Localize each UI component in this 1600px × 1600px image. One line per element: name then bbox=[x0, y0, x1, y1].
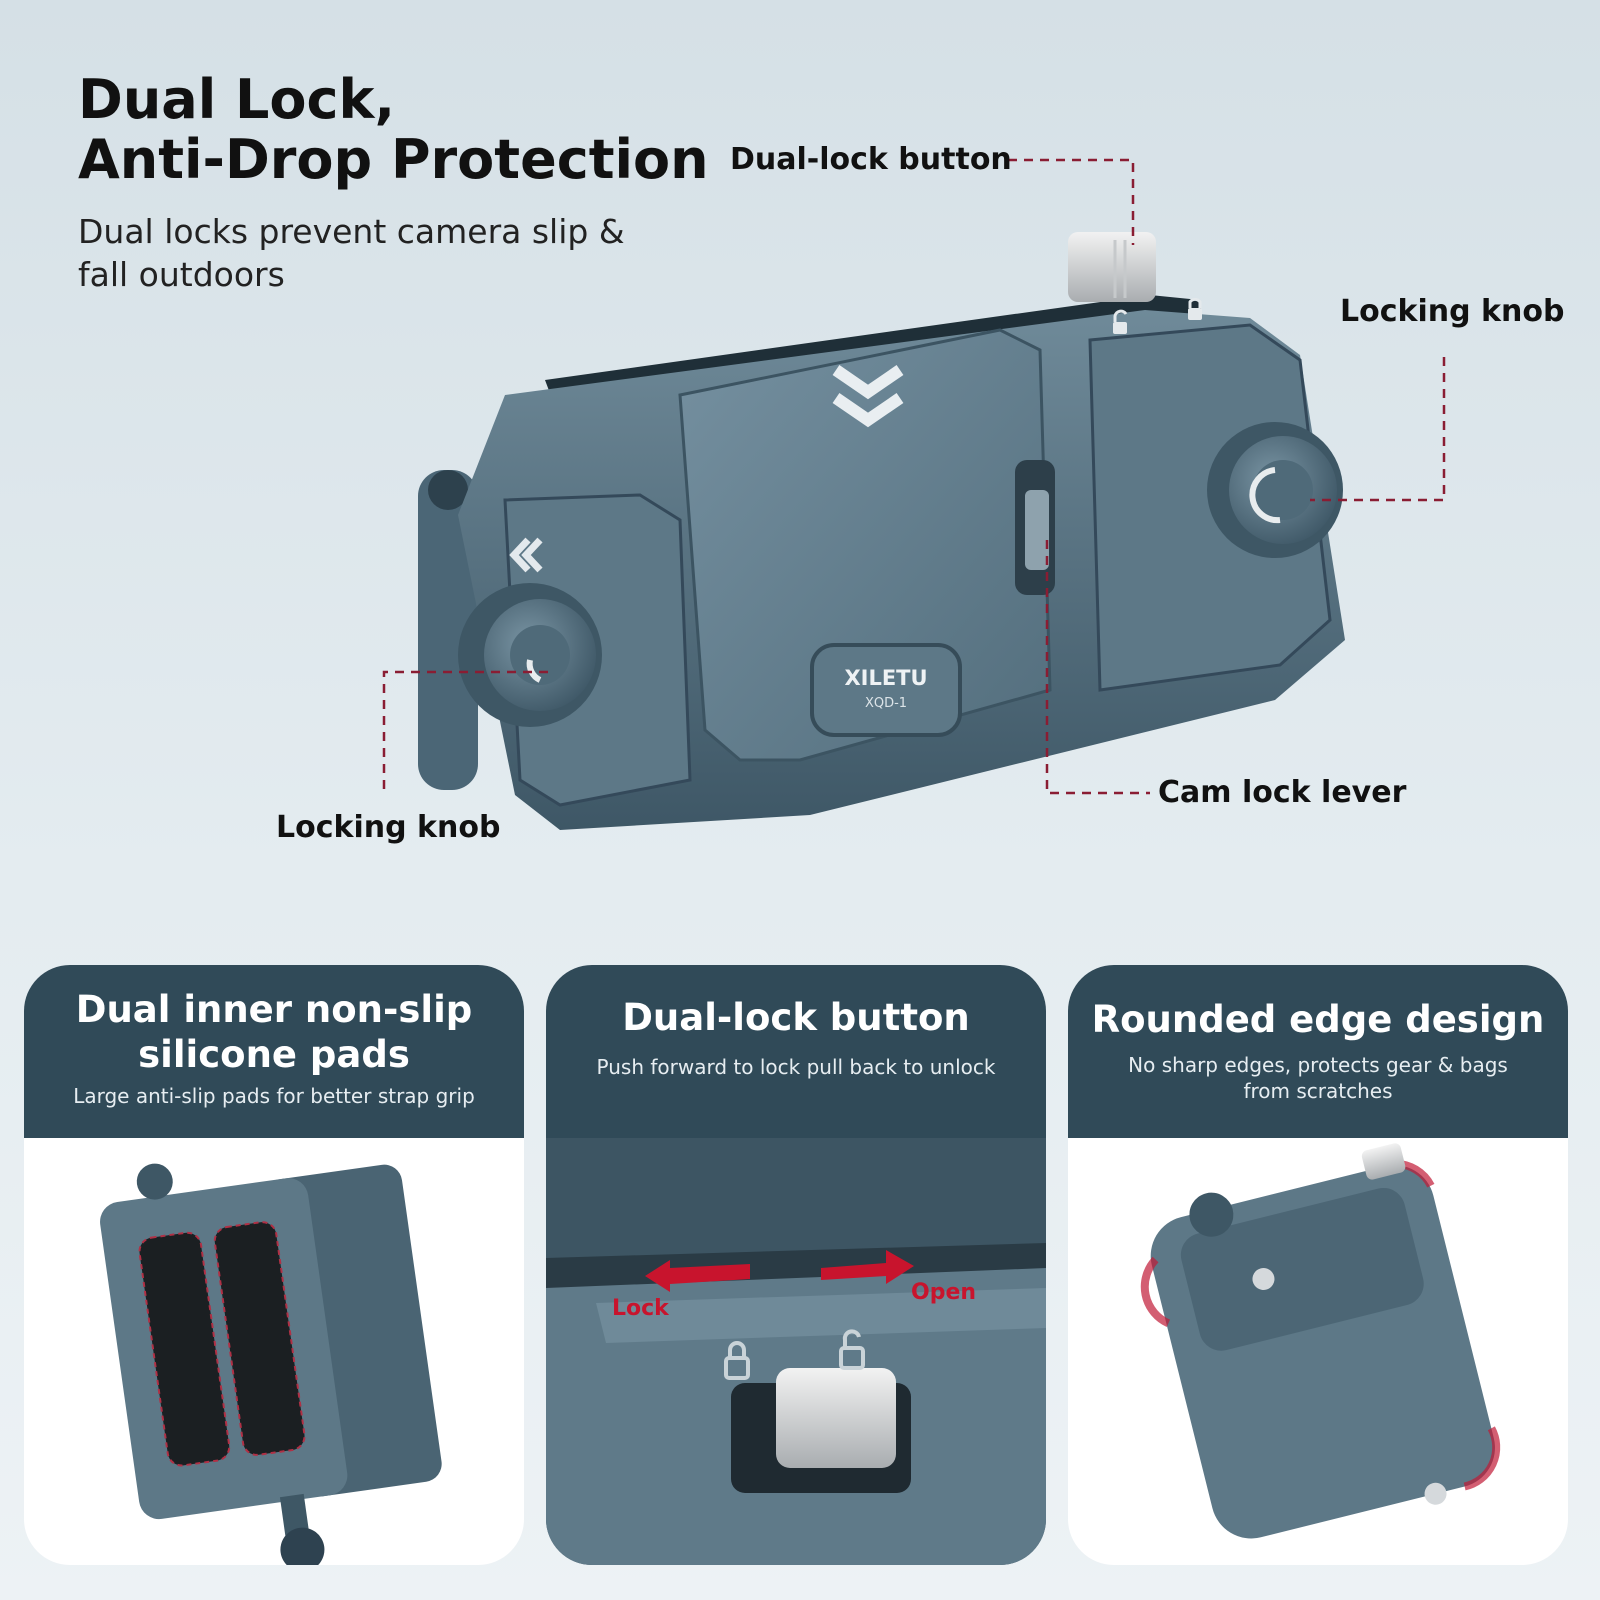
stud-icon bbox=[1252, 1267, 1275, 1290]
unlock-icon bbox=[839, 1329, 865, 1370]
lock-icon bbox=[1188, 297, 1202, 320]
left-jaw bbox=[503, 493, 692, 807]
feature-card-silicone-pads: Dual inner non-slip silicone pads Large … bbox=[24, 965, 524, 1565]
card-title: Rounded edge design bbox=[1091, 998, 1545, 1041]
silicone-pad-left bbox=[138, 1231, 231, 1467]
right-jaw bbox=[1088, 323, 1332, 692]
brand-logo: XILETU bbox=[844, 666, 928, 690]
chevron-left-icon bbox=[509, 537, 543, 573]
top-rail bbox=[545, 295, 1205, 420]
callout-line-dual-lock bbox=[1008, 158, 1135, 245]
card-header: Rounded edge design No sharp edges, prot… bbox=[1068, 965, 1568, 1138]
card-subtitle: Push forward to lock pull back to unlock bbox=[596, 1055, 996, 1079]
brand-badge bbox=[810, 643, 962, 737]
callout-cam-lock-lever: Cam lock lever bbox=[1158, 775, 1407, 810]
page-title-line-2: Anti-Drop Protection bbox=[78, 128, 709, 191]
dual-lock-button-small bbox=[1361, 1143, 1406, 1180]
feature-card-rounded-edge: Rounded edge design No sharp edges, prot… bbox=[1068, 965, 1568, 1565]
page-title: Dual Lock, Anti-Drop Protection bbox=[78, 70, 709, 190]
card-image bbox=[1068, 1138, 1568, 1565]
callout-locking-knob-right: Locking knob bbox=[1340, 294, 1565, 329]
callout-locking-knob-left: Locking knob bbox=[276, 810, 501, 845]
card-header: Dual-lock button Push forward to lock pu… bbox=[546, 965, 1046, 1138]
callout-dual-lock-button: Dual-lock button bbox=[730, 142, 1012, 177]
callout-line-knob-right bbox=[1310, 357, 1446, 502]
dual-lock-button[interactable] bbox=[1068, 232, 1156, 302]
model-label: XQD-1 bbox=[864, 696, 908, 711]
callout-line-knob-left bbox=[382, 670, 548, 790]
dual-lock-slider[interactable] bbox=[776, 1368, 896, 1468]
rounded-edge-highlight-bottom bbox=[1463, 1426, 1501, 1491]
clamp-recess bbox=[1180, 1187, 1424, 1351]
page-subtitle: Dual locks prevent camera slip & fall ou… bbox=[78, 212, 625, 294]
unlock-icon bbox=[1113, 309, 1128, 334]
lock-label: Lock bbox=[612, 1296, 669, 1321]
open-arrow-icon bbox=[821, 1250, 914, 1284]
card-header: Dual inner non-slip silicone pads Large … bbox=[24, 965, 524, 1138]
mount-screw-icon bbox=[136, 1163, 173, 1200]
card-subtitle: Large anti-slip pads for better strap gr… bbox=[73, 1084, 475, 1108]
card-subtitle: No sharp edges, protects gear & bags fro… bbox=[1128, 1053, 1508, 1103]
card-image bbox=[24, 1138, 524, 1565]
locking-knob-left[interactable] bbox=[458, 583, 602, 727]
card-title: Dual-lock button bbox=[622, 996, 970, 1039]
clamp-body bbox=[458, 310, 1345, 830]
locking-knob-right[interactable] bbox=[1207, 422, 1343, 558]
silicone-pad-right bbox=[213, 1221, 306, 1456]
lock-arrow-icon bbox=[645, 1260, 750, 1292]
pivot-bolt-icon bbox=[428, 470, 468, 510]
callout-line-cam-lever bbox=[1045, 540, 1150, 795]
stud-icon-bottom bbox=[1424, 1482, 1447, 1505]
side-pivot bbox=[418, 470, 478, 790]
chevron-down-icon bbox=[832, 365, 904, 428]
thumb-screw-icon bbox=[280, 1527, 325, 1565]
lock-icon bbox=[724, 1341, 750, 1380]
feature-card-dual-lock-button: Dual-lock button Push forward to lock pu… bbox=[546, 965, 1046, 1565]
card-title: Dual inner non-slip silicone pads bbox=[75, 988, 473, 1076]
open-label: Open bbox=[911, 1280, 977, 1305]
cam-lock-lever[interactable] bbox=[1015, 460, 1055, 595]
rounded-edge-highlight bbox=[1140, 1256, 1171, 1327]
card-image: Lock Open bbox=[546, 1138, 1046, 1565]
clamp-panel-left bbox=[100, 1178, 348, 1520]
page-title-line-1: Dual Lock, bbox=[78, 68, 395, 131]
pivot-icon bbox=[1189, 1192, 1234, 1237]
